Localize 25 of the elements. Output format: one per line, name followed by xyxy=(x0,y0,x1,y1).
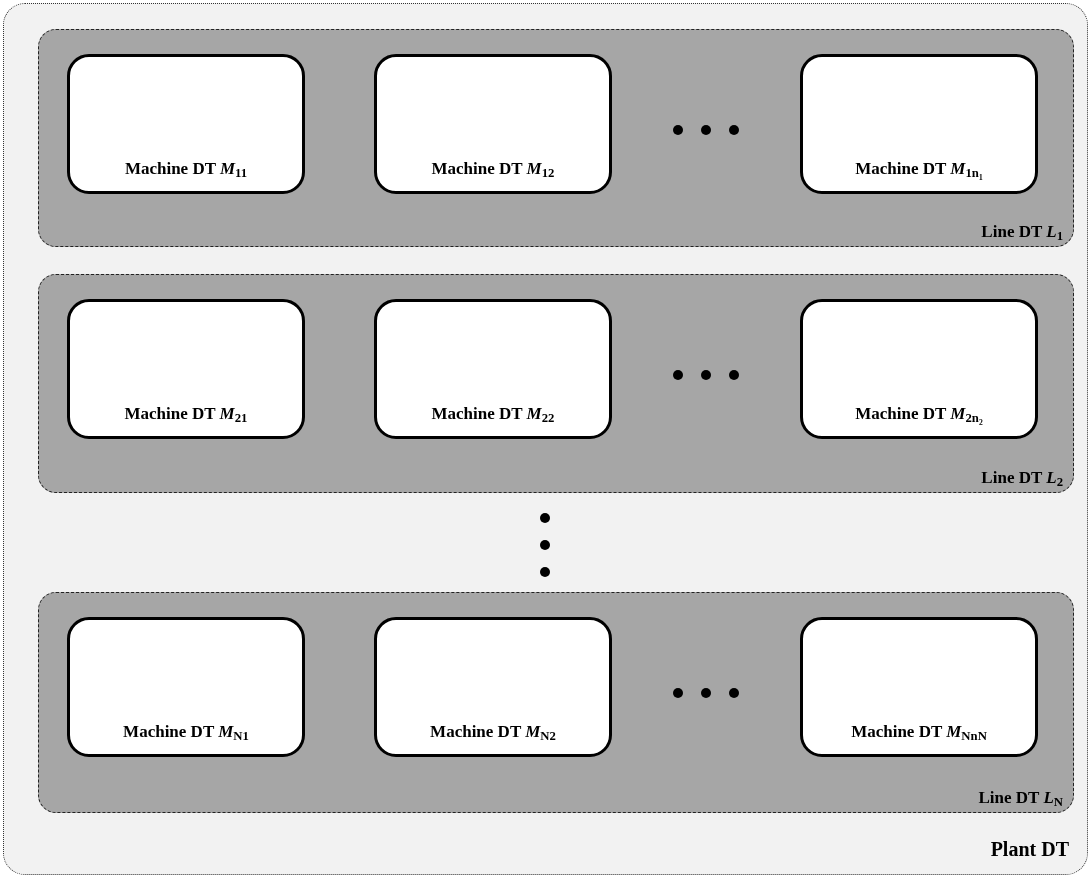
machine-box xyxy=(67,299,305,439)
machine-box xyxy=(374,299,612,439)
machine-box xyxy=(800,617,1038,757)
machine-label: Machine DT M$_{N1}$ xyxy=(122,720,250,742)
machine-box xyxy=(374,617,612,757)
machine-label: Machine DT M$_{N2}$ xyxy=(429,720,557,742)
line-label: Line DT L$_{1}$ xyxy=(981,220,1063,242)
plant-label: Plant DT xyxy=(990,837,1069,862)
line-label: Line DT L$_{2}$ xyxy=(981,466,1063,488)
machine-label: Machine DT M$_{12}$ xyxy=(430,157,556,179)
line-container xyxy=(38,274,1074,493)
plant-container xyxy=(3,3,1088,875)
machine-box xyxy=(800,54,1038,194)
machine-label: Machine DT M$_{22}$ xyxy=(430,402,556,424)
machine-label: Machine DT M$_{11}$ xyxy=(123,157,249,179)
machine-label: Machine DT M$_{1n₁}$ xyxy=(854,157,984,179)
machine-box xyxy=(67,54,305,194)
line-container xyxy=(38,29,1074,247)
machine-label: Machine DT M$_{2n₂}$ xyxy=(854,402,984,424)
machine-box xyxy=(800,299,1038,439)
machine-label: Machine DT M$_{21}$ xyxy=(123,402,249,424)
machine-box xyxy=(374,54,612,194)
line-container xyxy=(38,592,1074,813)
line-label: Line DT L$_{N}$ xyxy=(978,786,1063,808)
machine-box xyxy=(67,617,305,757)
